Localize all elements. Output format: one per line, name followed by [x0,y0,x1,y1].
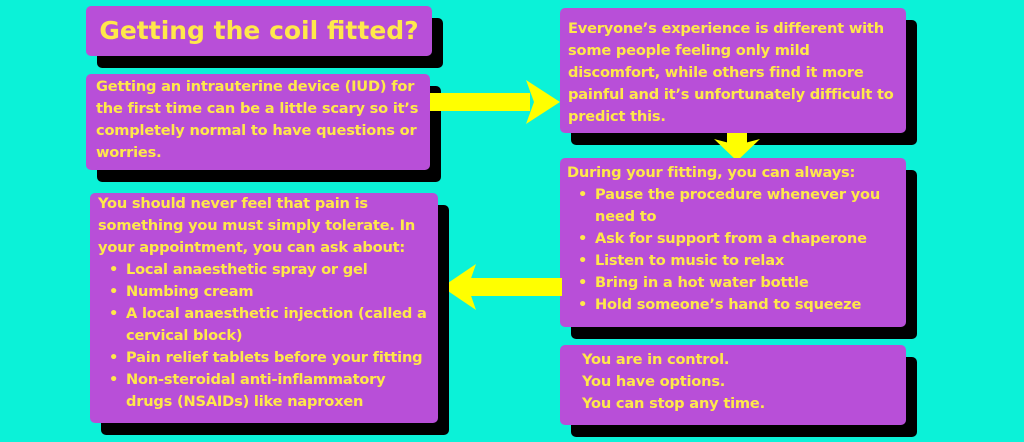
page-title: Getting the coil fitted? [99,16,419,45]
control-line: You are in control. [582,351,730,368]
pain-relief-box: You should never feel that pain is somet… [90,193,438,423]
list-item: Non-steroidal anti-inflammatory drugs (N… [109,369,430,413]
list-item: Ask for support from a chaperone [578,228,899,250]
arrow-down-icon [714,133,760,161]
during-box: During your fitting, you can always: Pau… [560,158,906,327]
arrow-right-icon [430,80,560,124]
control-line: You can stop any time. [582,395,765,412]
during-list: Pause the procedure whenever you need to… [567,184,899,316]
list-item: Bring in a hot water bottle [578,272,899,294]
list-item: Listen to music to relax [578,250,899,272]
list-item: Pain relief tablets before your fitting [109,347,430,369]
title-box: Getting the coil fitted? [86,6,432,56]
during-heading: During your fitting, you can always: [567,164,856,181]
list-item: Local anaesthetic spray or gel [109,259,430,281]
experience-box: Everyone’s experience is different with … [560,8,906,133]
intro-box: Getting an intrauterine device (IUD) for… [86,74,430,170]
pain-list: Local anaesthetic spray or gel Numbing c… [98,259,430,413]
pain-heading: You should never feel that pain is somet… [98,195,416,256]
list-item: A local anaesthetic injection (called a … [109,303,430,347]
list-item: Pause the procedure whenever you need to [578,184,899,228]
list-item: Hold someone’s hand to squeeze [578,294,899,316]
control-box: You are in control. You have options. Yo… [560,345,906,425]
control-line: You have options. [582,373,726,390]
intro-text: Getting an intrauterine device (IUD) for… [96,78,419,161]
experience-text: Everyone’s experience is different with … [568,20,894,125]
arrow-left-icon [442,264,562,310]
list-item: Numbing cream [109,281,430,303]
